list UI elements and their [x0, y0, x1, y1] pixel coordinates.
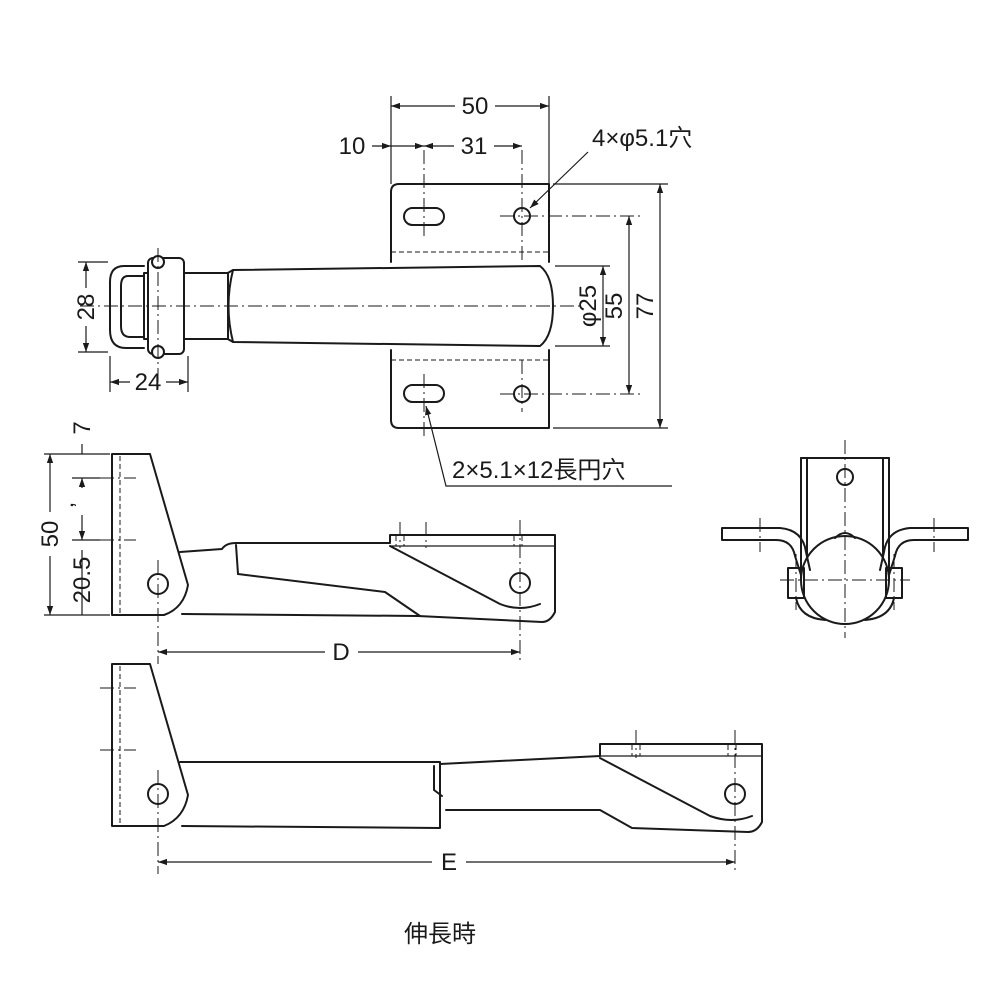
dim-height-77: 77	[632, 293, 659, 320]
dim-pitch-55: 55	[601, 293, 628, 320]
left-flange	[721, 527, 811, 576]
dim-side-7: 7	[69, 421, 96, 434]
outer-tube	[179, 761, 441, 829]
right-flange	[879, 527, 969, 576]
end-view-tube-top	[834, 532, 856, 539]
dim-length-e: E	[441, 849, 457, 876]
end-view-lower-contours	[795, 597, 895, 621]
hinge-bracket-extended	[111, 663, 189, 827]
extended-state-caption: 伸長時	[404, 920, 476, 948]
dim-length-d: D	[332, 639, 349, 666]
lever-contour-extended	[599, 757, 753, 821]
holes-note-leader	[529, 151, 589, 209]
inner-tube	[439, 743, 763, 833]
dim-loop-28: 28	[73, 294, 100, 321]
wire-loop-inner	[120, 275, 145, 338]
upper-mounting-plate	[390, 183, 550, 263]
dim-loop-24: 24	[135, 369, 162, 396]
handle-lower-contour	[237, 573, 421, 617]
side-view-extended: E	[100, 663, 763, 876]
side-view-closed: 50 7 ʼ 20.5 D	[37, 421, 556, 666]
dim-diameter-25: φ25	[575, 285, 602, 327]
dim-side-50: 50	[37, 521, 64, 548]
tube-lip	[433, 765, 443, 797]
dim-side-20-5: 20.5	[69, 557, 96, 604]
dim-offset-10: 10	[339, 133, 366, 160]
top-view: 50 10 31 4×φ5.1穴 φ25 55 77 28 24 2×5.1×1…	[73, 93, 692, 487]
end-view-inner-sides	[806, 457, 884, 571]
handle-side	[179, 534, 556, 623]
slot-note-leader	[425, 405, 672, 487]
slot-note: 2×5.1×12長円穴	[452, 457, 625, 484]
lower-mounting-plate	[390, 349, 550, 429]
end-view-sides	[800, 457, 890, 579]
dim-pitch-31: 31	[461, 133, 488, 160]
handle-neck-side	[235, 544, 239, 575]
dim-tick-mark: ʼ	[67, 502, 94, 507]
lever-contour	[389, 545, 541, 609]
end-view	[721, 440, 969, 638]
hinge-bracket	[111, 453, 189, 616]
dim-width-50: 50	[462, 93, 489, 120]
holes-note: 4×φ5.1穴	[592, 125, 692, 152]
